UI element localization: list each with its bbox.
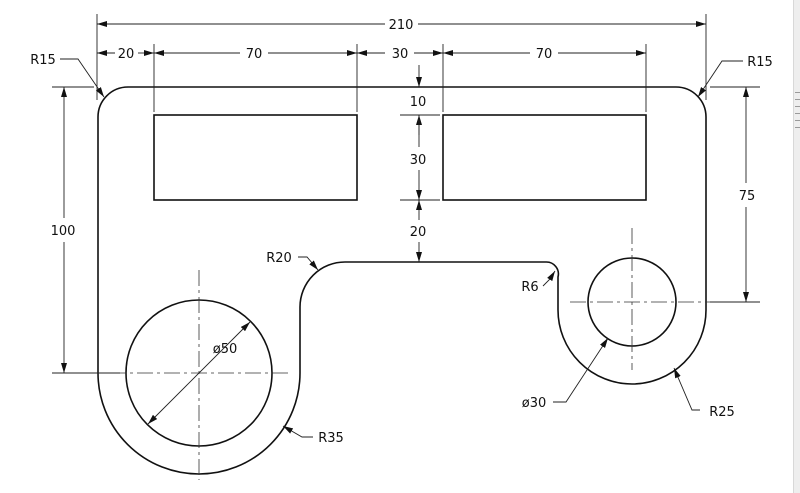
callout-right-boss-radius: R25 (709, 405, 735, 420)
callout-left-boss-radius: R35 (318, 431, 344, 446)
callout-top-right-radius: R15 (747, 55, 773, 70)
dim-left-slot-width: 70 (246, 47, 263, 62)
callout-ledge-radius: R20 (266, 251, 292, 266)
dim-top-offset: 10 (410, 95, 427, 110)
right-slot (442, 114, 647, 201)
dim-right-height: 75 (739, 189, 756, 204)
left-slot (153, 114, 358, 201)
dim-overall-width: 210 (389, 18, 414, 33)
extension-lines (52, 14, 760, 374)
dim-middle-gap: 30 (392, 47, 409, 62)
callout-inner-corner-radius: R6 (521, 280, 538, 295)
dim-left-margin: 20 (118, 47, 135, 62)
callout-top-left-radius: R15 (30, 53, 56, 68)
dim-slot-height: 30 (410, 153, 427, 168)
dim-left-height: 100 (51, 224, 76, 239)
callout-small-hole-diameter: ø30 (522, 396, 547, 411)
edge-ruler (793, 0, 800, 493)
callout-big-hole-diameter: ø50 (213, 342, 238, 357)
dimension-labels: 210 20 70 30 70 10 30 20 100 75 R15 R15 … (30, 18, 773, 446)
part-outline (97, 86, 707, 475)
dim-right-slot-width: 70 (536, 47, 553, 62)
dimension-lines (60, 21, 749, 438)
dim-slot-to-ledge: 20 (410, 225, 427, 240)
